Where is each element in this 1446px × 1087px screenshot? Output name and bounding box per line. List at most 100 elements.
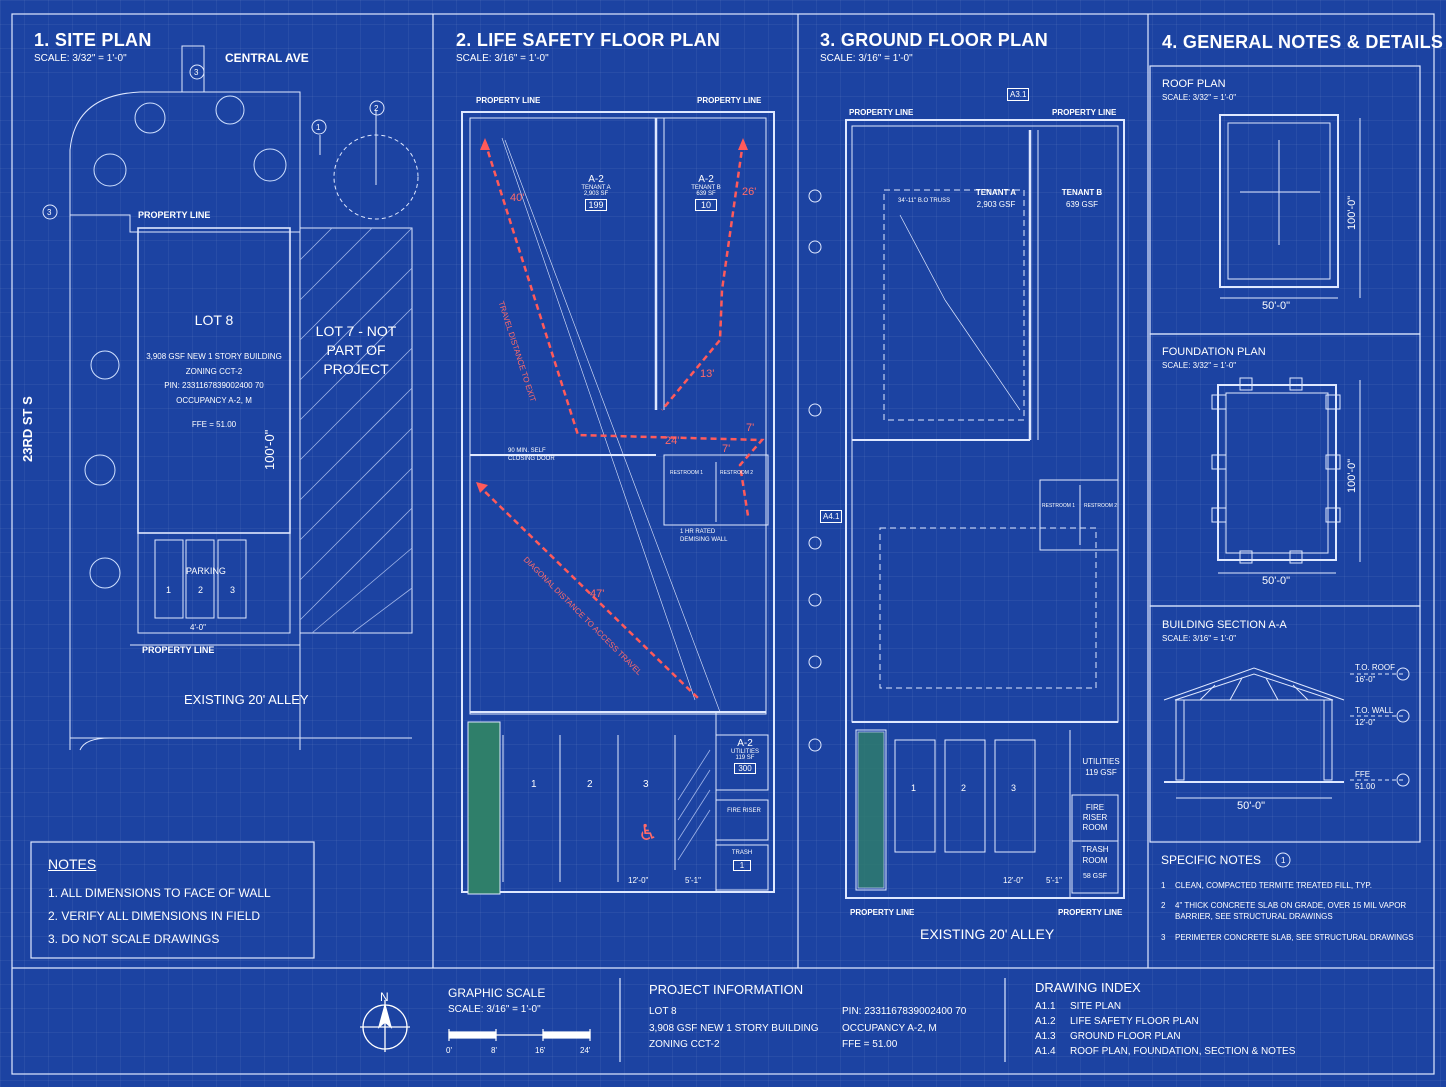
ground-restroom-1: RESTROOM 1 xyxy=(1042,503,1076,509)
ground-dim-5: 5'-1" xyxy=(1046,876,1062,885)
roof-frame xyxy=(1149,65,1421,335)
ground-floor-scale: SCALE: 3/16" = 1'-0" xyxy=(820,53,913,64)
site-plan-title: 1. SITE PLAN xyxy=(34,30,152,50)
ground-floor-graphics xyxy=(808,119,1125,899)
ground-floor-title: 3. GROUND FLOOR PLAN xyxy=(820,30,1049,50)
roof-dim-width: 50'-0" xyxy=(1262,300,1291,312)
landscape-strip xyxy=(467,721,501,895)
notes-box xyxy=(30,841,315,959)
lot7-label: LOT 7 - NOT PART OF PROJECT xyxy=(315,323,397,377)
foundation-plan-title: FOUNDATION PLAN xyxy=(1162,346,1266,358)
specific-notes-marker: 1 xyxy=(1281,856,1286,865)
stall-number: 1 xyxy=(166,585,172,595)
lot8-name: LOT 8 xyxy=(194,312,234,328)
ground-restroom-2: RESTROOM 2 xyxy=(1084,503,1118,509)
egress-distance: 26' xyxy=(742,186,757,198)
stall-number: 1 xyxy=(531,779,537,790)
foundation-plan-scale: SCALE: 3/32" = 1'-0" xyxy=(1162,361,1237,370)
egress-distance: 24' xyxy=(665,435,680,447)
site-marker: 3 xyxy=(47,208,52,217)
site-dim-4: 4'-0" xyxy=(190,623,206,632)
stall-number: 3 xyxy=(643,779,649,790)
egress-distance: 13' xyxy=(700,368,715,380)
north-arrow xyxy=(360,1000,410,1052)
safety-trash: TRASH 1 xyxy=(731,850,753,871)
north-label: N xyxy=(380,990,389,1004)
life-safety-title: 2. LIFE SAFETY FLOOR PLAN xyxy=(456,30,721,50)
project-info-right: PIN: 2331167839002400 70 OCCUPANCY A-2, … xyxy=(842,1006,967,1050)
ground-trash-room: TRASH ROOM 58 GSF xyxy=(1081,845,1109,880)
notes-title: NOTES xyxy=(48,856,97,872)
parking-label: PARKING xyxy=(186,566,226,576)
site-marker: 3 xyxy=(194,68,199,77)
scale-tick: 0' xyxy=(446,1046,452,1055)
truss-note: 34'-11" B.O TRUSS xyxy=(898,198,951,204)
safety-restroom-2: RESTROOM 2 xyxy=(720,470,754,476)
project-info-title: PROJECT INFORMATION xyxy=(649,982,804,997)
safety-fire-riser: FIRE RISER xyxy=(727,808,761,814)
detail-graphics xyxy=(1163,114,1410,868)
section-frame xyxy=(1149,605,1421,843)
egress-distance: 47' xyxy=(590,588,605,600)
site-dim-100: 100'-0" xyxy=(262,429,277,470)
section-ffe-value: 51.00 xyxy=(1355,782,1376,791)
ground-tenant-b: TENANT B 639 GSF xyxy=(1061,188,1103,209)
specific-note-text: PERIMETER CONCRETE SLAB, SEE STRUCTURAL … xyxy=(1175,933,1414,942)
wall-note: 1 HR RATED DEMISING WALL xyxy=(680,529,728,543)
site-plan-graphics xyxy=(42,45,419,751)
specific-note-number: 1 xyxy=(1161,881,1166,890)
lot8-info: 3,908 GSF NEW 1 STORY BUILDING ZONING CC… xyxy=(146,352,282,429)
section-to-wall: T.O. WALL xyxy=(1355,706,1394,715)
ground-fire-riser: FIRE RISER ROOM xyxy=(1082,803,1108,832)
egress-distance: 7' xyxy=(746,422,755,434)
specific-note-text: CLEAN, COMPACTED TERMITE TREATED FILL, T… xyxy=(1175,881,1372,890)
egress-paths xyxy=(477,141,765,701)
ground-alley-label: EXISTING 20' ALLEY xyxy=(920,926,1055,942)
safety-dim-12: 12'-0" xyxy=(628,876,649,885)
property-line-label: PROPERTY LINE xyxy=(1052,108,1117,117)
ground-tenant-a: TENANT A 2,903 GSF xyxy=(975,188,1017,209)
scale-tick: 24' xyxy=(580,1046,591,1055)
section-tag: A4.1 xyxy=(820,510,843,523)
stall-number: 3 xyxy=(230,585,236,595)
section-to-roof-value: 16'-0" xyxy=(1355,675,1376,684)
graphic-scale-bar xyxy=(448,1029,591,1041)
roof-plan-title: ROOF PLAN xyxy=(1162,78,1226,90)
safety-tenant-b: A-2 TENANT B 639 SF 10 xyxy=(691,174,721,211)
site-marker: 1 xyxy=(316,123,321,132)
property-line-label: PROPERTY LINE xyxy=(850,908,915,917)
safety-utilities: A-2 UTILITIES 119 SF 300 xyxy=(730,738,759,774)
property-line-label: PROPERTY LINE xyxy=(1058,908,1123,917)
foundation-frame xyxy=(1149,333,1421,607)
property-line-label: PROPERTY LINE xyxy=(476,96,541,105)
safety-tenant-a: A-2 TENANT A 2,903 SF 199 xyxy=(581,174,611,211)
egress-distance: 7' xyxy=(722,443,731,455)
scale-tick: 8' xyxy=(491,1046,497,1055)
section-tag: A3.1 xyxy=(1007,88,1030,101)
specific-notes-title: SPECIFIC NOTES xyxy=(1161,853,1262,867)
property-line-label: PROPERTY LINE xyxy=(138,210,211,220)
safety-dim-5: 5'-1" xyxy=(685,876,701,885)
ground-dim-12: 12'-0" xyxy=(1003,876,1024,885)
section-ffe: FFE xyxy=(1355,770,1371,779)
section-dim-width: 50'-0" xyxy=(1237,800,1266,812)
site-plan-scale: SCALE: 3/32" = 1'-0" xyxy=(34,53,127,64)
note-item: 1. ALL DIMENSIONS TO FACE OF WALL xyxy=(48,886,271,900)
property-line-label: PROPERTY LINE xyxy=(697,96,762,105)
foundation-dim-height: 100'-0" xyxy=(1346,458,1358,493)
note-item: 2. VERIFY ALL DIMENSIONS IN FIELD xyxy=(48,909,261,923)
door-note: 90 MIN. SELF CLOSING DOOR xyxy=(508,448,555,462)
accessible-parking-icon: ♿ xyxy=(638,820,658,845)
lot7-area xyxy=(299,227,413,634)
graphic-scale-text: SCALE: 3/16" = 1'-0" xyxy=(448,1004,541,1015)
egress-distance: 40' xyxy=(510,192,525,204)
stall-number: 1 xyxy=(911,783,917,793)
graphic-scale-title: GRAPHIC SCALE xyxy=(448,986,546,1000)
lot8-label: LOT 8 xyxy=(138,312,290,328)
